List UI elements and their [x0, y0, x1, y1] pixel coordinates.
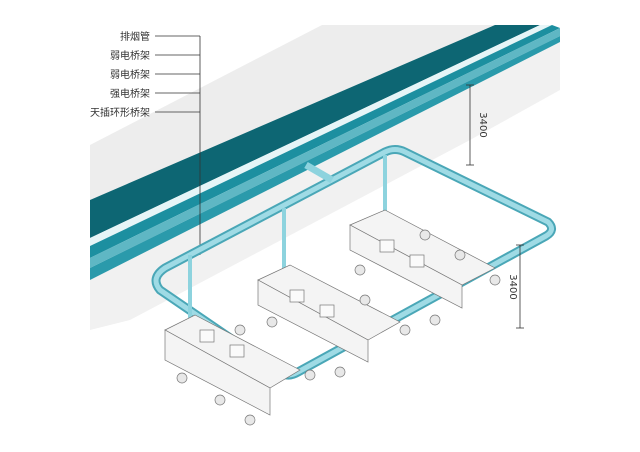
label-strong-current-tray: 强电桥架 [110, 87, 150, 100]
dimension-upper: 3400 [477, 112, 488, 137]
leader-lines [155, 35, 201, 255]
label-ceiling-ring-tray: 天插环形桥架 [90, 106, 150, 119]
dimension-lines [466, 84, 524, 329]
lower-tray [90, 36, 560, 280]
strong-current-tray [90, 28, 560, 268]
label-smoke-exhaust-pipe: 排烟管 [120, 30, 150, 43]
dimension-lower: 3400 [507, 274, 518, 299]
label-weak-current-tray-2: 弱电桥架 [110, 68, 150, 81]
workstation-clusters [164, 209, 501, 426]
label-weak-current-tray-1: 弱电桥架 [110, 49, 150, 62]
ring-cable-tray [151, 145, 556, 380]
weak-current-tray-2 [90, 25, 560, 258]
